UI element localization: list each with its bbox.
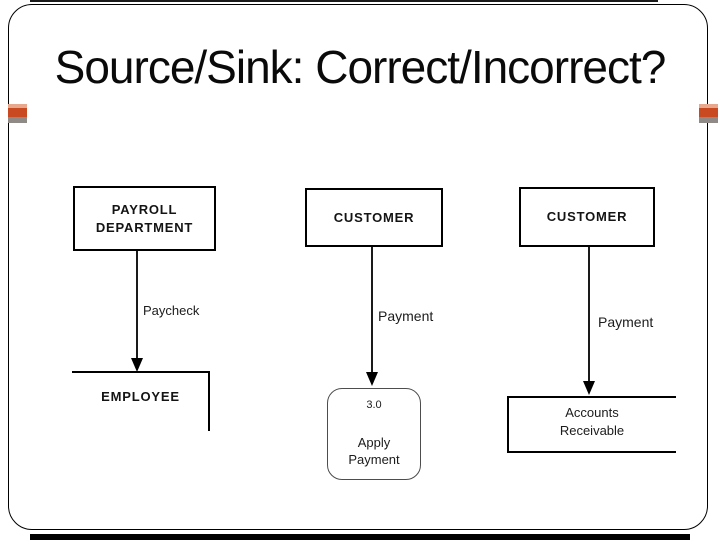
accent-band-salmon — [8, 104, 27, 108]
entity-payroll-department: PAYROLL DEPARTMENT — [73, 186, 216, 251]
entity-customer-right: CUSTOMER — [519, 187, 655, 247]
accent-band-orange — [699, 108, 718, 117]
process-name: Apply Payment — [348, 435, 400, 467]
accent-band-orange — [8, 108, 27, 117]
accent-band-gray — [699, 117, 718, 123]
slide-title: Source/Sink: Correct/Incorrect? — [54, 41, 667, 93]
entity-customer-middle: CUSTOMER — [305, 188, 443, 247]
process-apply-payment: 3.0 Apply Payment — [327, 388, 421, 480]
accent-bar-left — [8, 104, 27, 123]
bottom-edge-bar — [30, 534, 690, 540]
accent-band-salmon — [699, 104, 718, 108]
sink-employee-label: EMPLOYEE — [101, 389, 180, 404]
top-edge-artifact — [30, 0, 658, 2]
flow-label-paycheck: Paycheck — [143, 303, 200, 318]
accent-band-gray — [8, 117, 27, 123]
flow-label-payment-right: Payment — [598, 314, 654, 330]
datastore-accounts-receivable-label: Accounts Receivable — [559, 405, 625, 438]
accent-bar-right — [699, 104, 718, 123]
process-number: 3.0 — [366, 399, 382, 411]
flow-label-payment-middle: Payment — [378, 308, 434, 324]
